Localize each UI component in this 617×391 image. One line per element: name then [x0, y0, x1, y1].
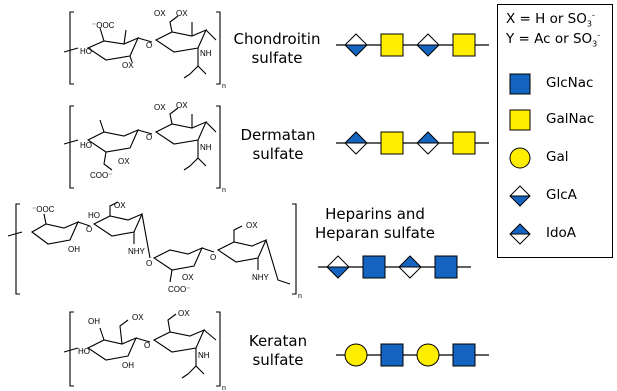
- heparin-ox-label-3: OX: [182, 273, 194, 282]
- keratan-oh-label-1: OH: [88, 317, 100, 326]
- idoa-diamond-icon: [509, 223, 531, 245]
- yellow-square-icon: [509, 109, 531, 131]
- chondroitin-ho-label: HO: [80, 47, 92, 56]
- glca-diamond-icon: [509, 185, 531, 207]
- heparin-oh-label-1: OH: [68, 245, 80, 254]
- dermatan-ox-label-1: OX: [154, 103, 166, 112]
- keratan-symbol-1: [344, 343, 368, 367]
- chondroitin-symbol-1: [344, 33, 368, 57]
- dermatan-structure: COO⁻ OX OX OX HO O NH n: [63, 101, 226, 194]
- legend-box: X = H or SO3- Y = Ac or SO3- GlcNac GalN…: [497, 4, 613, 258]
- keratan-ox-label-2: OX: [178, 309, 190, 318]
- dermatan-symbol-chain: [336, 131, 489, 155]
- yellow-square-icon-shape: [509, 109, 531, 131]
- dermatan-ho-label: HO: [80, 141, 92, 150]
- keratan-symbol-4: [452, 343, 476, 367]
- chondroitin-symbol-chain: [336, 33, 489, 57]
- heparin-ox-label-2: OX: [246, 221, 258, 230]
- heparin-o-label-3: O: [210, 253, 216, 262]
- dermatan-name: Dermatan sulfate: [240, 126, 316, 163]
- chondroitin-symbol-2: [380, 33, 404, 57]
- chondroitin-o-label: O: [146, 41, 152, 50]
- heparin-name: Heparins and Heparan sulfate: [315, 205, 435, 242]
- heparin-ho-label: HO: [88, 211, 100, 220]
- legend-item-idoa: IdoA: [506, 221, 610, 247]
- heparin-symbol-chain: [318, 255, 471, 279]
- chondroitin-symbol-4: [452, 33, 476, 57]
- keratan-nh-label: NH: [198, 351, 210, 360]
- legend-item-gal: Gal: [506, 145, 610, 171]
- heparin-nhy-label-1: NHY: [128, 247, 146, 256]
- keratan-symbol-3: [416, 343, 440, 367]
- heparin-symbol-3: [398, 255, 422, 279]
- heparin-structure: ⁻OOC COO⁻ OX OX OX OH HO O O O NHY NHY n: [7, 201, 302, 300]
- heparin-o-label-2: O: [146, 259, 152, 268]
- heparin-symbol-2: [362, 255, 386, 279]
- chondroitin-ox-label-3: OX: [122, 61, 134, 70]
- dermatan-nh-label: NH: [200, 143, 212, 152]
- dermatan-symbol-4: [452, 131, 476, 155]
- dermatan-symbol-1: [344, 131, 368, 155]
- yellow-circle-icon: [509, 147, 531, 169]
- keratan-name: Keratan sulfate: [248, 332, 308, 369]
- heparin-symbol-1: [326, 255, 350, 279]
- keratan-ox-label-1: OX: [132, 313, 144, 322]
- legend-x-definition: X = H or SO3-: [506, 10, 595, 29]
- chondroitin-ox-label-2: OX: [176, 9, 188, 18]
- chondroitin-acid-label: ⁻OOC: [92, 21, 115, 30]
- dermatan-symbol-3: [416, 131, 440, 155]
- legend-item-galnac: GalNac: [506, 107, 610, 133]
- legend-item-glca: GlcA: [506, 183, 610, 209]
- glca-diamond-icon-shape: [509, 185, 531, 207]
- dermatan-ox-label-3: OX: [118, 157, 130, 166]
- chondroitin-name: Chondroitin sulfate: [233, 30, 321, 67]
- idoa-diamond-icon-shape: [509, 223, 531, 245]
- legend-item-glcnac: GlcNac: [506, 71, 610, 97]
- chondroitin-symbol-3: [416, 33, 440, 57]
- heparin-acid-label-2: COO⁻: [168, 285, 190, 294]
- chondroitin-n-label: n: [222, 83, 226, 90]
- chondroitin-nh-label: NH: [200, 49, 212, 58]
- yellow-circle-icon-shape: [509, 147, 531, 169]
- heparin-ox-label-1: OX: [114, 201, 126, 210]
- dermatan-n-label: n: [222, 187, 226, 194]
- heparin-symbol-4: [434, 255, 458, 279]
- dermatan-acid-label: COO⁻: [90, 171, 112, 180]
- dermatan-o-label: O: [146, 133, 152, 142]
- blue-square-icon: [509, 73, 531, 95]
- heparin-acid-label-1: ⁻OOC: [32, 205, 55, 214]
- keratan-symbol-2: [380, 343, 404, 367]
- heparin-nhy-label-2: NHY: [252, 273, 270, 282]
- keratan-oh-label-2: OH: [122, 361, 134, 370]
- blue-square-icon-shape: [509, 73, 531, 95]
- chondroitin-structure: ⁻OOC OX OX OX HO O NH n: [63, 9, 226, 90]
- dermatan-ox-label-2: OX: [176, 101, 188, 110]
- dermatan-symbol-2: [380, 131, 404, 155]
- heparin-n-label: n: [298, 293, 302, 300]
- keratan-structure: OH OX OX OH HO O NH n: [63, 309, 226, 391]
- keratan-symbol-chain: [336, 343, 489, 367]
- keratan-o-label: O: [144, 341, 150, 350]
- heparin-o-label-1: O: [86, 225, 92, 234]
- legend-y-definition: Y = Ac or SO3-: [506, 30, 601, 49]
- keratan-n-label: n: [222, 385, 226, 391]
- keratan-ho-label: HO: [78, 347, 90, 356]
- chondroitin-ox-label-1: OX: [154, 9, 166, 18]
